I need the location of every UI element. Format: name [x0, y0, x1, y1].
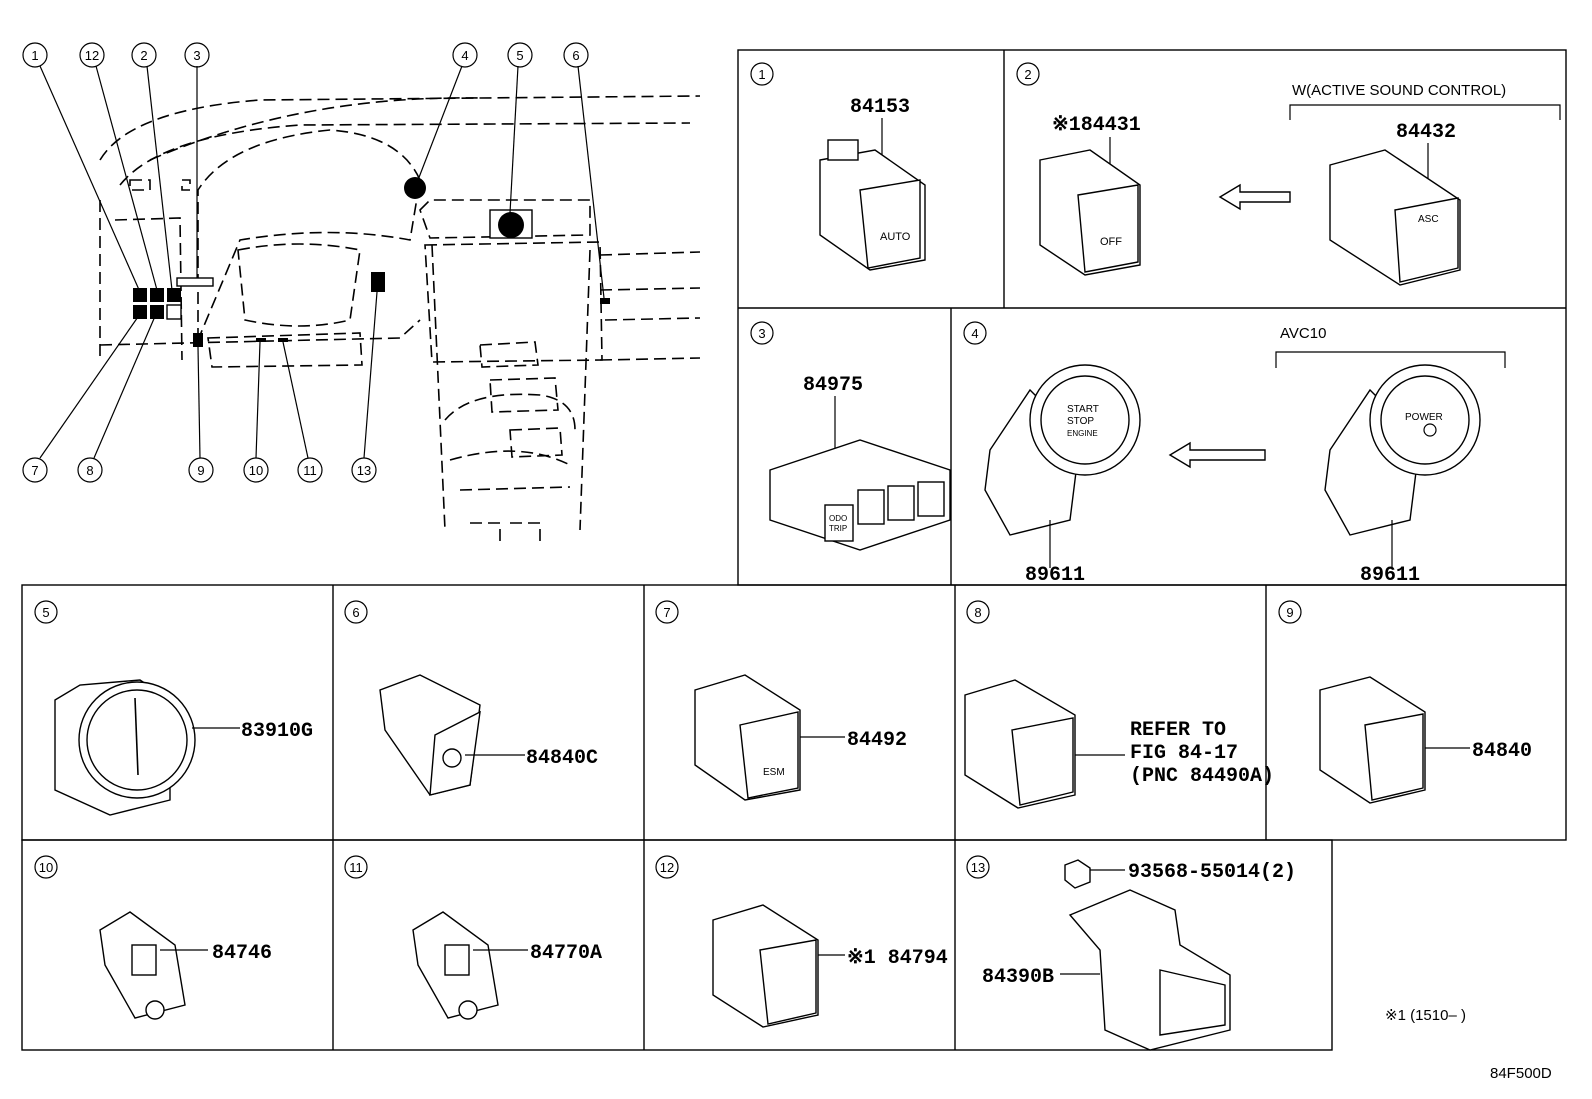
- part-84432: 84432: [1396, 121, 1456, 144]
- part-84746: 84746: [212, 942, 272, 965]
- callout-11: [297, 457, 323, 483]
- callout-9: [188, 457, 214, 483]
- part-84492: 84492: [847, 729, 907, 752]
- callout-2: [131, 42, 157, 68]
- svg-text:9: 9: [1286, 605, 1293, 620]
- refer-line-1: REFER TO: [1130, 719, 1226, 742]
- part-84431: ※184431: [1052, 114, 1141, 137]
- part-89611-a: 89611: [1025, 564, 1085, 587]
- panel-9: 9 84840: [1278, 600, 1532, 804]
- callout-label-10: 10: [249, 463, 263, 478]
- part-89611-b: 89611: [1360, 564, 1420, 587]
- callout-label-5: 5: [516, 48, 523, 63]
- callout-12: [79, 42, 105, 68]
- callout-5: [507, 42, 533, 68]
- svg-text:13: 13: [971, 860, 985, 875]
- callout-label-7: 7: [31, 463, 38, 478]
- button-text-trip: TRIP: [829, 524, 847, 533]
- button-text-power: POWER: [1405, 412, 1443, 423]
- panel-11: 11 84770A: [344, 855, 602, 1020]
- button-text-esm: ESM: [763, 767, 785, 778]
- part-84840: 84840: [1472, 740, 1532, 763]
- footnote: ※1 (1510– ): [1385, 1007, 1466, 1024]
- callout-4: [452, 42, 478, 68]
- part-84390B: 84390B: [982, 966, 1054, 989]
- refer-line-3: (PNC 84490A): [1130, 765, 1274, 788]
- callout-label-13: 13: [357, 463, 371, 478]
- button-text-asc: ASC: [1418, 214, 1439, 225]
- button-text-engine: ENGINE: [1067, 429, 1098, 438]
- svg-text:10: 10: [39, 860, 53, 875]
- button-text-odo: ODO: [829, 514, 847, 523]
- panel-10: 10 84746: [34, 855, 272, 1020]
- callout-6: [563, 42, 589, 68]
- header-avc10: AVC10: [1280, 325, 1326, 342]
- svg-text:8: 8: [974, 605, 981, 620]
- part-93568-55014: 93568-55014(2): [1128, 861, 1296, 884]
- callout-label-9: 9: [197, 463, 204, 478]
- panel-5: 5 83910G: [34, 600, 313, 816]
- callout-1: [22, 42, 48, 68]
- callout-label-12: 12: [85, 48, 99, 63]
- panel-4: 4 AVC10 START STOP ENGINE 89611 POWER 89…: [963, 321, 1506, 587]
- refer-line-2: FIG 84-17: [1130, 742, 1238, 765]
- part-84153: 84153: [850, 96, 910, 119]
- svg-text:11: 11: [349, 860, 363, 875]
- callout-7: [22, 457, 48, 483]
- svg-text:3: 3: [758, 326, 765, 341]
- part-84975: 84975: [803, 374, 863, 397]
- panel-13: 13 93568-55014(2) 84390B: [966, 855, 1296, 1051]
- panel-grid: [21, 49, 1567, 1051]
- header-active-sound: W(ACTIVE SOUND CONTROL): [1292, 82, 1506, 99]
- callout-8: [77, 457, 103, 483]
- panel-2: 2 W(ACTIVE SOUND CONTROL) ※184431 OFF 84…: [1016, 62, 1561, 286]
- part-84770A: 84770A: [530, 942, 602, 965]
- dashboard-overview: 1 12 2 3 4 5 6 7 8 9 10 11 13: [22, 42, 701, 545]
- callout-label-6: 6: [572, 48, 579, 63]
- callout-label-8: 8: [86, 463, 93, 478]
- part-84840C: 84840C: [526, 747, 598, 770]
- svg-text:5: 5: [42, 605, 49, 620]
- svg-text:1: 1: [758, 67, 765, 82]
- part-83910G: 83910G: [241, 720, 313, 743]
- part-84794: ※1 84794: [847, 947, 948, 970]
- svg-text:6: 6: [352, 605, 359, 620]
- panel-6: 6 84840C: [344, 600, 598, 796]
- svg-text:12: 12: [660, 860, 674, 875]
- panel-7: 7 ESM 84492: [655, 600, 907, 801]
- callout-label-2: 2: [140, 48, 147, 63]
- svg-text:7: 7: [663, 605, 670, 620]
- diagram-code: 84F500D: [1490, 1065, 1552, 1082]
- panel-8: 8 REFER TO FIG 84-17 (PNC 84490A): [964, 600, 1274, 809]
- callout-label-1: 1: [31, 48, 38, 63]
- button-text-off: OFF: [1100, 236, 1122, 248]
- svg-text:2: 2: [1024, 67, 1031, 82]
- svg-text:4: 4: [971, 326, 978, 341]
- button-text-auto: AUTO: [880, 231, 911, 243]
- panel-12: 12 ※1 84794: [655, 855, 948, 1028]
- panel-1: 1 84153 AUTO: [750, 62, 926, 271]
- callout-label-4: 4: [461, 48, 468, 63]
- button-text-stop: STOP: [1067, 416, 1094, 427]
- callout-label-3: 3: [193, 48, 200, 63]
- panel-3: 3 84975 ODO TRIP: [750, 321, 951, 551]
- callout-label-11: 11: [303, 463, 317, 478]
- button-text-start: START: [1067, 404, 1099, 415]
